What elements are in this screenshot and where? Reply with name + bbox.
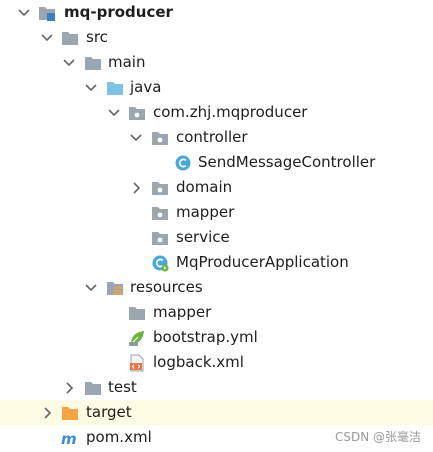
- tree-row-pom-xml[interactable]: m pom.xml: [0, 425, 433, 450]
- tree-row-mapper[interactable]: mapper: [0, 200, 433, 225]
- chevron-down-icon[interactable]: [129, 131, 143, 145]
- folder-icon: [85, 382, 101, 395]
- tree-row-bootstrap-yml[interactable]: bootstrap.yml: [0, 325, 433, 350]
- tree-label-src: src: [86, 28, 108, 46]
- tree-label-domain: domain: [176, 178, 233, 196]
- chevron-right-icon[interactable]: [40, 406, 54, 420]
- tree-row-java[interactable]: java: [0, 75, 433, 100]
- tree-row-mq-producer[interactable]: mq-producer: [0, 0, 433, 25]
- tree-row-controller[interactable]: controller: [0, 125, 433, 150]
- chevron-down-icon[interactable]: [107, 106, 121, 120]
- tree-label-logback-xml: logback.xml: [153, 353, 244, 371]
- tree-label-resources-mapper: mapper: [153, 303, 212, 321]
- svg-text:m: m: [61, 430, 77, 447]
- tree-label-mapper: mapper: [176, 203, 235, 221]
- tree-label-java: java: [130, 78, 162, 96]
- tree-row-domain[interactable]: domain: [0, 175, 433, 200]
- chevron-right-icon[interactable]: [129, 181, 143, 195]
- resources-folder-icon: [107, 282, 123, 295]
- tree-row-logback-xml[interactable]: logback.xml: [0, 350, 433, 375]
- package-icon: [152, 207, 168, 220]
- tree-label-pom-xml: pom.xml: [86, 428, 152, 446]
- chevron-down-icon[interactable]: [62, 56, 76, 70]
- tree-label-send-message-controller: SendMessageController: [198, 153, 376, 171]
- xml-file-icon: [130, 354, 144, 372]
- spring-leaf-icon: [129, 331, 144, 346]
- source-folder-icon: [107, 82, 123, 95]
- tree-label-controller: controller: [176, 128, 248, 146]
- tree-label-bootstrap-yml: bootstrap.yml: [153, 328, 258, 346]
- chevron-right-icon[interactable]: [62, 381, 76, 395]
- maven-icon: m: [61, 430, 77, 447]
- package-icon: [129, 107, 145, 120]
- folder-icon: [85, 57, 101, 70]
- package-icon: [152, 232, 168, 245]
- watermark: CSDN @张毫洁: [334, 430, 421, 444]
- chevron-down-icon[interactable]: [40, 31, 54, 45]
- tree-label-target: target: [86, 403, 132, 421]
- tree-row-main[interactable]: main: [0, 50, 433, 75]
- tree-label-test: test: [108, 378, 137, 396]
- chevron-down-icon[interactable]: [84, 81, 98, 95]
- tree-row-send-message-controller[interactable]: SendMessageController: [0, 150, 433, 175]
- tree-row-mq-producer-application[interactable]: MqProducerApplication: [0, 250, 433, 275]
- tree-label-main: main: [108, 53, 146, 71]
- package-icon: [152, 182, 168, 195]
- chevron-down-icon[interactable]: [17, 6, 31, 20]
- module-folder-icon: [39, 7, 55, 21]
- package-icon: [152, 132, 168, 145]
- tree-label-package: com.zhj.mqproducer: [153, 103, 308, 121]
- tree-row-service[interactable]: service: [0, 225, 433, 250]
- chevron-down-icon[interactable]: [84, 281, 98, 295]
- tree-label-resources: resources: [130, 278, 203, 296]
- class-icon: [175, 155, 191, 171]
- tree-row-src[interactable]: src: [0, 25, 433, 50]
- spring-boot-class-icon: [152, 255, 169, 272]
- tree-label-mq-producer: mq-producer: [64, 3, 173, 21]
- tree-label-mq-producer-application: MqProducerApplication: [176, 253, 349, 271]
- tree-row-target[interactable]: target: [0, 400, 433, 425]
- tree-label-service: service: [176, 228, 230, 246]
- excluded-folder-icon: [62, 407, 78, 420]
- tree-row-package[interactable]: com.zhj.mqproducer: [0, 100, 433, 125]
- folder-icon: [129, 307, 145, 320]
- tree-row-resources[interactable]: resources: [0, 275, 433, 300]
- tree-row-resources-mapper[interactable]: mapper: [0, 300, 433, 325]
- tree-row-test[interactable]: test: [0, 375, 433, 400]
- folder-icon: [62, 32, 78, 45]
